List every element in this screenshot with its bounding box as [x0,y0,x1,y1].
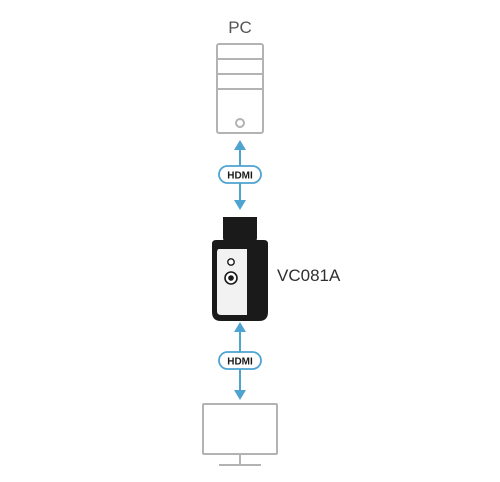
desktop-tower-icon [216,43,264,134]
monitor-icon [202,403,278,466]
hdmi-label: HDMI [227,171,253,182]
hdmi-badge: HDMI [218,351,262,370]
hdmi-adapter-icon [212,217,268,321]
device-label: VC081A [277,266,341,285]
pc-label: PC [228,18,252,37]
hdmi-label: HDMI [227,357,253,368]
hdmi-badge: HDMI [218,165,262,184]
